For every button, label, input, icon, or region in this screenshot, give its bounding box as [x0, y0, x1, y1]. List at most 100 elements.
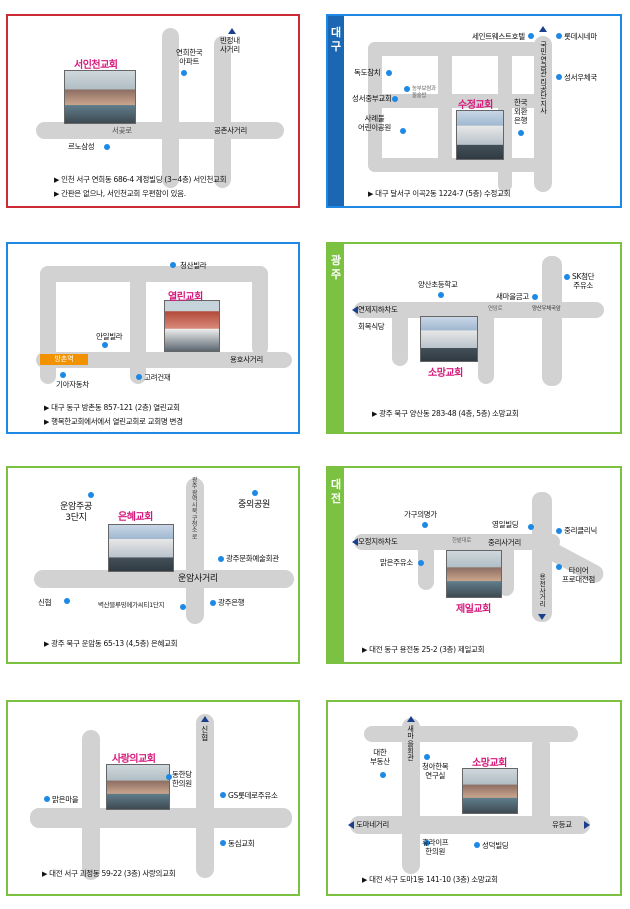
location-dot: [166, 774, 172, 780]
map-panel-eunhye: 은혜교회 운암주공 3단지 중외공원 광주문화예술회관 광주광역시북구청소로 운…: [6, 466, 300, 664]
road: [542, 256, 562, 386]
road-label: 신협: [201, 725, 208, 742]
place-label: 공촌사거리: [214, 126, 247, 135]
location-dot: [252, 490, 258, 496]
church-photo: [106, 764, 170, 810]
place-label: 르노삼성: [68, 142, 95, 151]
place-label: 가구의명가: [404, 510, 437, 519]
place-label: 영일빌딩: [492, 520, 519, 529]
map-panel-sarang: 사랑의교회 신협 동한당 한의원 맑은마을 GS롯데로주유소 동심교회 ▶대전 …: [6, 700, 300, 896]
road: [368, 158, 548, 172]
church-photo: [420, 316, 478, 362]
place-label: 빈정내 사거리: [220, 36, 240, 54]
road: [30, 808, 292, 828]
road: [162, 28, 179, 188]
arrow-up-icon: [201, 716, 209, 722]
place-label: 동심교회: [228, 839, 255, 848]
road: [252, 266, 268, 356]
map-panel-jeil: 대전 제일교회 가구의명가 영일빌딩 중리클리닉 오정지하차도 한밭대로 중리사…: [326, 466, 622, 664]
location-dot: [218, 556, 224, 562]
place-label: 운암주공 3단지: [60, 502, 92, 523]
church-name: 수정교회: [458, 100, 493, 111]
road-label: 연제지하차도: [358, 305, 398, 314]
map-panel-seoincheon: 서인천교회 연희한국 아파트 빈정내 사거리 서곶로 공촌사거리 르노삼성 ▶인…: [6, 14, 300, 208]
location-dot: [44, 796, 50, 802]
address: ▶광주 북구 운암동 65-13 (4,5층) 은혜교회: [44, 639, 178, 648]
church-photo: [456, 110, 504, 160]
location-dot: [386, 70, 392, 76]
place-label: 기아자동차: [56, 380, 89, 389]
road: [438, 42, 452, 172]
place-label: 용호사거리: [230, 355, 263, 364]
road: [130, 266, 146, 384]
location-dot: [556, 528, 562, 534]
map-panel-sujeong: 대구 수정교회 세인트웨스트호텔 롯데시네마 독도참치 성서중부교회 농부보쌈과…: [326, 14, 622, 208]
place-label: 타이어 프로대전점: [562, 566, 595, 584]
location-dot: [424, 840, 430, 846]
place-label: 롯데시네마: [564, 32, 597, 41]
place-label: 사례불 어린이공원: [358, 114, 391, 132]
place-label: 휴라이프 한의원: [422, 838, 449, 856]
location-dot: [220, 792, 226, 798]
location-dot: [64, 598, 70, 604]
road-label: 서곶로: [112, 126, 132, 135]
map-panel-somang-gwangju: 광주 소망교회 SK첨단 주유소 양산초등학교 새마을금고 연제지하차도 회복식…: [326, 242, 622, 434]
address: ▶인천 서구 연희동 686-4 계정빌딩 (3~4층) 서인천교회: [54, 175, 227, 184]
station-label: 방촌역: [40, 354, 88, 365]
road: [402, 718, 420, 874]
address: ▶대구 동구 방촌동 857-121 (2층) 열린교회: [44, 403, 180, 412]
road-label: 한밭대로: [452, 538, 472, 544]
road: [532, 492, 552, 622]
place-label: 맑은마을: [52, 795, 79, 804]
place-label: 신협: [38, 598, 52, 607]
road: [418, 534, 434, 590]
location-dot: [88, 492, 94, 498]
location-dot: [556, 74, 562, 80]
road-label: 국민연금관리공단지사: [540, 41, 547, 116]
location-dot: [104, 144, 110, 150]
place-label: 회복식당: [358, 322, 385, 331]
church-name: 소망교회: [428, 368, 463, 379]
church-name: 은혜교회: [118, 512, 153, 523]
church-name: 소망교회: [472, 758, 507, 769]
place-label: 맑은주유소: [380, 558, 413, 567]
place-label: 성서우체국: [564, 73, 597, 82]
place-label: 성서중부교회: [352, 94, 392, 103]
place-label: 벽산블루밍메가씨티1단지: [98, 601, 165, 609]
road: [478, 302, 494, 384]
road-label: 오정지하차도: [358, 537, 398, 546]
region-tab: 대전: [328, 468, 344, 662]
church-photo: [446, 550, 502, 598]
road: [498, 534, 514, 596]
place-label: 청아한복 연구실: [422, 762, 449, 780]
location-dot: [181, 70, 187, 76]
road: [196, 714, 214, 878]
place-label: 고려건재: [144, 373, 171, 382]
location-dot: [564, 274, 570, 280]
church-photo: [164, 300, 220, 352]
location-dot: [556, 33, 562, 39]
note: ▶간판은 없으나, 서인천교회 우편함이 있음.: [54, 189, 186, 198]
location-dot: [392, 96, 398, 102]
church-photo: [108, 524, 174, 572]
place-label: 청산빌라: [180, 261, 207, 270]
place-label: 도마네거리: [356, 820, 389, 829]
arrow-left-icon: [352, 306, 358, 314]
location-dot: [556, 564, 562, 570]
road: [34, 570, 294, 588]
place-label: 중리클리닉: [564, 526, 597, 535]
place-label: GS롯데로주유소: [228, 791, 278, 800]
church-name: 사랑의교회: [112, 754, 156, 765]
road: [82, 730, 100, 880]
road: [214, 36, 231, 188]
place-label: 독도참치: [354, 68, 381, 77]
location-dot: [60, 372, 66, 378]
road: [534, 36, 552, 192]
region-tab: 광주: [328, 244, 344, 432]
location-dot: [422, 522, 428, 528]
arrow-left-icon: [352, 538, 358, 546]
church-photo: [462, 768, 518, 814]
location-dot: [136, 374, 142, 380]
place-label: 중리사거리: [488, 538, 521, 547]
place-label: 광주은행: [218, 598, 245, 607]
